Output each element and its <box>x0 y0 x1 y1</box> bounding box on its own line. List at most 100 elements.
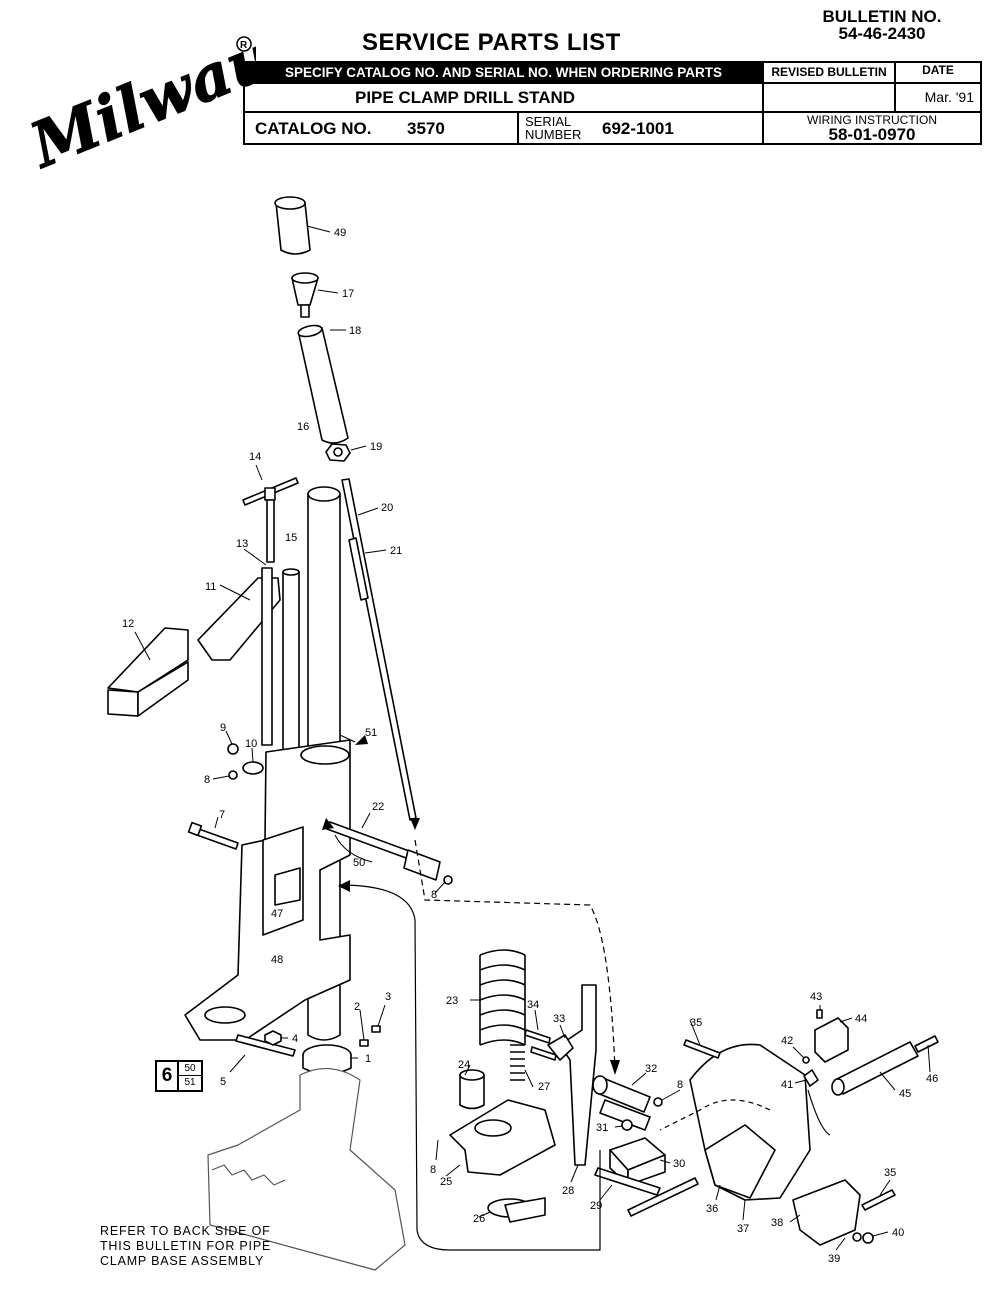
callout-8-c: 8 <box>677 1079 683 1091</box>
part-27-spring <box>510 1044 525 1081</box>
part-31-nut <box>621 1119 633 1131</box>
callout-42: 42 <box>781 1035 793 1047</box>
callout-8-d: 8 <box>430 1164 436 1176</box>
arrow-assembly <box>338 880 350 892</box>
serial-divider <box>517 111 519 143</box>
part-9-washer <box>227 743 239 755</box>
callout-7: 7 <box>219 809 225 821</box>
callout-30: 30 <box>673 1158 685 1170</box>
callout-35-a: 35 <box>690 1017 702 1029</box>
part-base-frame <box>184 739 351 1041</box>
callout-2: 2 <box>354 1001 360 1013</box>
part-4-nut <box>264 1030 282 1046</box>
wiring-cell: WIRING INSTRUCTION 58-01-0970 <box>762 111 982 145</box>
date-value: Mar. '91 <box>894 82 982 113</box>
part-34-screws <box>524 1029 557 1061</box>
callout-36: 36 <box>706 1203 718 1215</box>
callout-18: 18 <box>349 325 361 337</box>
part-18-handle-tube <box>297 324 349 444</box>
callout-8-b: 8 <box>431 889 437 901</box>
part-12-block <box>107 627 189 717</box>
callout-35-b: 35 <box>884 1167 896 1179</box>
callout-23: 23 <box>446 995 458 1007</box>
refer-line-1: REFER TO BACK SIDE OF <box>100 1224 271 1238</box>
ref-bottom: 51 <box>184 1077 196 1088</box>
callout-26: 26 <box>473 1213 485 1225</box>
date-label: DATE <box>894 61 982 84</box>
svg-text:R: R <box>240 40 248 51</box>
part-41-clamp <box>803 1069 819 1087</box>
callout-11: 11 <box>205 581 216 593</box>
part-35-screw-a <box>683 1039 721 1059</box>
callout-20: 20 <box>381 502 393 514</box>
part-44-switch <box>814 1017 849 1063</box>
reference-box: 6 50 51 <box>155 1060 203 1092</box>
ref-main: 6 <box>157 1062 179 1090</box>
part-45-46-cord <box>831 1035 939 1096</box>
callout-28: 28 <box>562 1185 574 1197</box>
part-29-t-pin <box>594 1167 699 1217</box>
part-36-housing <box>689 1043 811 1201</box>
part-43-screw <box>816 1009 823 1019</box>
page-title: SERVICE PARTS LIST <box>362 29 621 56</box>
part-28-lever <box>559 984 597 1166</box>
part-5-bolt <box>235 1034 296 1057</box>
part-19-nut <box>325 443 351 462</box>
part-8-nut-a <box>228 770 238 780</box>
part-49-cap <box>274 196 311 255</box>
callout-19: 19 <box>370 441 382 453</box>
callout-1: 1 <box>365 1053 371 1065</box>
callout-32: 32 <box>645 1063 657 1075</box>
specify-note: SPECIFY CATALOG NO. AND SERIAL NO. WHEN … <box>243 61 764 84</box>
callout-38: 38 <box>771 1217 783 1229</box>
callout-41: 41 <box>781 1079 793 1091</box>
refer-note: REFER TO BACK SIDE OF THIS BULLETIN FOR … <box>100 1224 271 1269</box>
callout-27: 27 <box>538 1081 550 1093</box>
part-33-link <box>547 1034 574 1061</box>
callout-51: 51 <box>365 727 377 739</box>
callout-43: 43 <box>810 991 822 1003</box>
callout-48: 48 <box>271 954 283 966</box>
catalog-value: 3570 <box>407 119 445 138</box>
part-40-nut <box>862 1232 874 1244</box>
part-15-rod <box>282 568 300 751</box>
callout-16: 16 <box>297 421 309 433</box>
part-24-sleeve <box>459 1069 485 1110</box>
callout-22: 22 <box>372 801 384 813</box>
part-35-screw-b <box>861 1189 896 1211</box>
callout-46: 46 <box>926 1073 938 1085</box>
serial-label-1: SERIAL <box>525 114 572 129</box>
callout-29: 29 <box>590 1200 602 1212</box>
part-7-bolt <box>187 821 239 850</box>
part-23-spring <box>479 949 526 1046</box>
callout-13: 13 <box>236 538 248 550</box>
callout-25: 25 <box>440 1176 452 1188</box>
arrow-50 <box>322 818 334 830</box>
part-42-screw <box>802 1056 810 1064</box>
callout-14: 14 <box>249 451 261 463</box>
callout-17: 17 <box>342 288 354 300</box>
arrow-rod <box>410 818 420 830</box>
part-26-clip <box>487 1197 546 1223</box>
wire-b <box>659 1099 771 1131</box>
callout-24: 24 <box>458 1059 470 1071</box>
routing-dashed-line <box>414 839 616 1071</box>
catalog-label: CATALOG NO. <box>255 119 372 138</box>
revised-value <box>762 82 896 112</box>
assembly-outline <box>339 884 601 1251</box>
callout-45: 45 <box>899 1088 911 1100</box>
callout-12: 12 <box>122 618 134 630</box>
part-30-switch <box>609 1137 666 1186</box>
callout-40: 40 <box>892 1227 904 1239</box>
bulletin-number: 54-46-2430 <box>838 24 926 43</box>
part-39-washer <box>852 1232 862 1242</box>
callout-37: 37 <box>737 1223 749 1235</box>
callout-49: 49 <box>334 227 346 239</box>
callout-21: 21 <box>390 545 402 557</box>
part-3-screw <box>371 1025 381 1033</box>
pipe-clamp-base <box>207 1067 406 1271</box>
product-name: PIPE CLAMP DRILL STAND <box>243 82 764 113</box>
